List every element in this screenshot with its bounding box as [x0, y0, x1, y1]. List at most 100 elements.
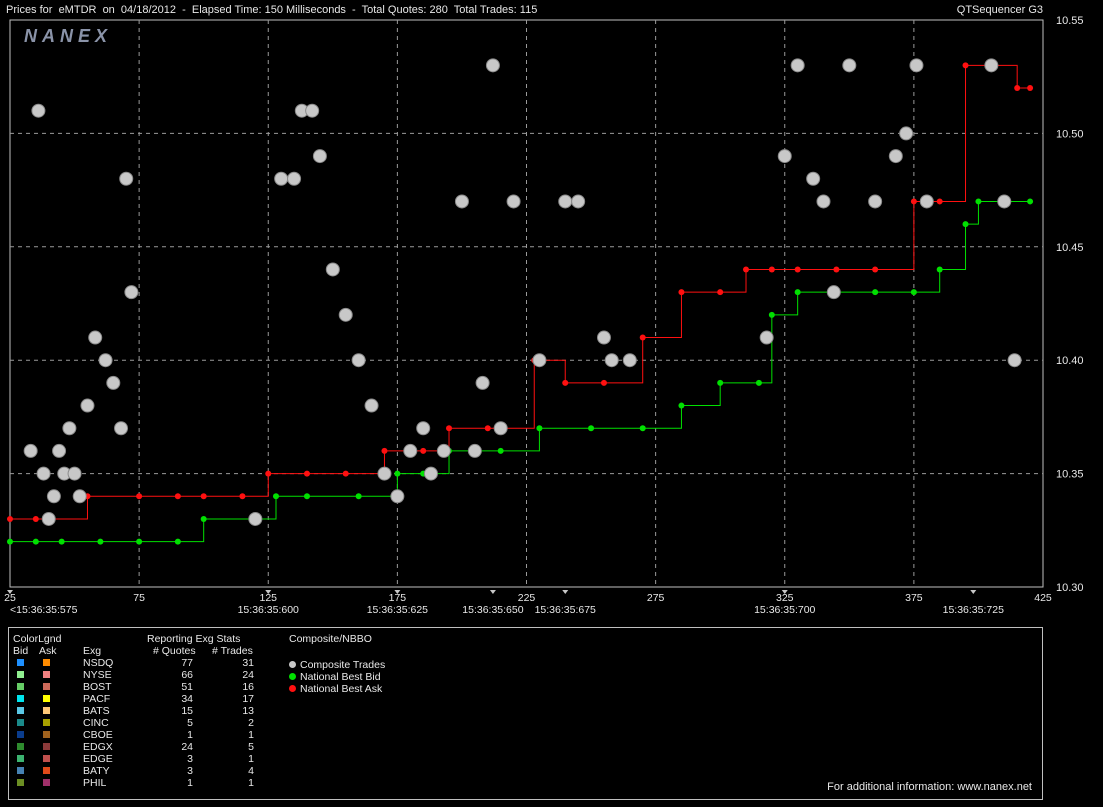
trade-point — [287, 171, 302, 186]
ask-point — [381, 447, 388, 454]
composite-label: Composite Trades — [300, 659, 386, 671]
ask-swatch-phil — [43, 779, 50, 786]
bid-point — [755, 379, 762, 386]
exg-col-label: Exg — [83, 645, 102, 657]
time-tick-label: <15:36:35:575 — [10, 604, 78, 616]
composite-dot — [289, 661, 296, 668]
exchange-quotes: 77 — [181, 657, 193, 669]
trade-point — [506, 194, 521, 209]
trade-point — [777, 149, 792, 164]
colorlgnd-label: ColorLgnd — [13, 633, 62, 645]
time-tick-marker — [970, 590, 977, 594]
exchange-name: BATS — [83, 705, 110, 717]
ask-point — [1027, 85, 1034, 92]
trade-point — [790, 58, 805, 73]
bid-point — [588, 425, 595, 432]
trade-point — [436, 443, 451, 458]
trade-point — [98, 353, 113, 368]
bid-point — [975, 198, 982, 205]
ask-point — [794, 266, 801, 273]
trade-point — [1007, 353, 1022, 368]
bid-swatch-bost — [17, 683, 24, 690]
title-bar: Prices for eMTDR on 04/18/2012 - Elapsed… — [0, 0, 1103, 20]
exchange-quotes: 51 — [181, 681, 193, 693]
trade-point — [46, 489, 61, 504]
time-tick-marker — [7, 590, 13, 594]
bid-point — [272, 493, 279, 500]
exchange-trades: 2 — [248, 717, 254, 729]
trade-point — [41, 511, 56, 526]
trade-point — [274, 171, 289, 186]
trade-point — [909, 58, 924, 73]
ask-col-label: Ask — [39, 645, 57, 657]
exchange-name: PHIL — [83, 777, 107, 789]
composite-dot — [289, 685, 296, 692]
ask-point — [7, 515, 13, 522]
trade-point — [596, 330, 611, 345]
footer-link[interactable]: For additional information: www.nanex.ne… — [827, 781, 1032, 793]
trade-point — [842, 58, 857, 73]
composite-label: National Best Ask — [300, 683, 383, 695]
ask-point — [678, 289, 685, 296]
trade-point — [868, 194, 883, 209]
exchange-name: EDGE — [83, 753, 113, 765]
trade-point — [403, 443, 418, 458]
exchange-trades: 1 — [248, 777, 254, 789]
ask-point — [962, 62, 969, 69]
time-tick-label: 15:36:35:675 — [535, 604, 596, 616]
ask-swatch-edge — [43, 755, 50, 762]
bid-point — [136, 538, 143, 545]
bid-point — [394, 470, 401, 477]
exchange-name: CINC — [83, 717, 109, 729]
bid-point — [639, 425, 646, 432]
ask-point — [1014, 85, 1021, 92]
time-tick-marker — [394, 590, 401, 594]
ask-point — [174, 493, 181, 500]
trade-point — [997, 194, 1012, 209]
bid-point — [7, 538, 13, 545]
trade-point — [62, 421, 77, 436]
exchange-trades: 17 — [242, 693, 254, 705]
time-tick-label: 15:36:35:725 — [943, 604, 1004, 616]
bid-point — [200, 515, 207, 522]
bid-point — [910, 289, 917, 296]
exchange-quotes: 1 — [187, 729, 193, 741]
ask-point — [265, 470, 272, 477]
exchange-name: EDGX — [83, 741, 113, 753]
y-tick-label: 10.40 — [1056, 355, 1084, 367]
exchange-quotes: 34 — [181, 693, 193, 705]
ask-point — [600, 379, 607, 386]
y-tick-label: 10.35 — [1056, 469, 1084, 481]
trade-point — [571, 194, 586, 209]
trade-point — [416, 421, 431, 436]
trade-point — [106, 375, 121, 390]
bid-swatch-nsdq — [17, 659, 24, 666]
trade-point — [23, 443, 38, 458]
bid-point — [962, 221, 969, 228]
product-name: QTSequencer G3 — [956, 4, 1043, 16]
trade-point — [467, 443, 482, 458]
trade-point — [114, 421, 129, 436]
trade-point — [305, 103, 320, 118]
bid-swatch-edge — [17, 755, 24, 762]
bid-point — [717, 379, 724, 386]
exchange-name: BATY — [83, 765, 110, 777]
bid-swatch-bats — [17, 707, 24, 714]
trade-point — [88, 330, 103, 345]
x-tick-label: 225 — [518, 592, 536, 604]
bid-col-label: Bid — [13, 645, 29, 657]
trade-point — [493, 421, 508, 436]
bid-swatch-phil — [17, 779, 24, 786]
ask-point — [200, 493, 207, 500]
y-tick-label: 10.45 — [1056, 242, 1084, 254]
y-tick-label: 10.50 — [1056, 128, 1084, 140]
ask-point — [833, 266, 840, 273]
ask-swatch-baty — [43, 767, 50, 774]
ask-point — [910, 198, 917, 205]
exchange-trades: 5 — [248, 741, 254, 753]
bid-point — [32, 538, 39, 545]
trade-point — [532, 353, 547, 368]
time-tick-marker — [562, 590, 569, 594]
exchange-name: NSDQ — [83, 657, 114, 669]
trade-point — [423, 466, 438, 481]
